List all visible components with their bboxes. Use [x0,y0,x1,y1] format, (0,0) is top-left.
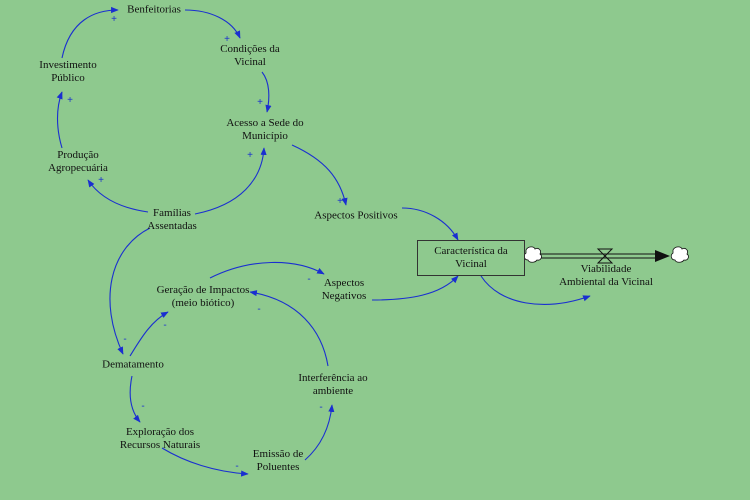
link-acesso-aspectospos [291,144,348,206]
polarity-plus: + [224,34,230,45]
node-aspectos-positivos[interactable]: Aspectos Positivos [314,209,398,222]
polarity-plus: + [257,97,263,108]
link-producao-investimento [56,91,63,149]
node-aspectos-negativos[interactable]: Aspectos Negativos [321,277,367,302]
node-familias-assentadas[interactable]: Famílias Assentadas [147,207,197,232]
sink-cloud-icon [670,246,689,263]
stock-label: Característica da Vicinal [434,245,508,270]
link-investimento-benfeitorias [61,6,119,59]
node-emissao-poluentes[interactable]: Emissão de Poluentes [252,448,304,473]
flow-pipe [523,246,689,264]
link-familias-desmatamento [109,227,151,355]
node-acesso-sede-municipio[interactable]: Acesso a Sede do Município [226,117,304,142]
polarity-plus: + [111,14,117,25]
link-desmatamento-geracao [129,311,169,357]
polarity-minus: - [307,274,311,285]
polarity-plus: + [337,196,343,207]
stock-caracteristica-da-vicinal[interactable]: Característica da Vicinal [417,240,525,276]
polarity-plus: + [67,95,73,106]
link-caracteristica-viabilidade [480,275,591,305]
link-familias-producao [87,179,149,213]
polarity-plus: + [98,175,104,186]
node-producao-agropecuaria[interactable]: Produção Agropecuária [48,149,108,174]
polarity-minus: - [257,304,261,315]
node-condicoes-da-vicinal[interactable]: Condições da Vicinal [220,43,280,68]
node-benfeitorias[interactable]: Benfeitorias [127,3,181,16]
link-benfeitorias-condicoes [184,9,241,39]
node-viabilidade-ambiental[interactable]: Viabilidade Ambiental da Vicinal [559,263,653,288]
link-emissao-interferencia [304,404,335,461]
link-aspectospos-caracteristica [401,207,459,241]
node-geracao-de-impactos[interactable]: Geração de Impactos (meio biótico) [156,284,250,309]
link-desmatamento-exploracao [129,375,141,423]
link-interferencia-geracao [249,290,329,367]
flow-valve-icon [596,248,614,264]
polarity-minus: - [319,402,323,413]
node-interferencia-ambiente[interactable]: Interferência ao ambiente [298,372,368,397]
link-familias-acesso [194,147,267,215]
polarity-plus: + [247,150,253,161]
node-desmatamento[interactable]: Dematamento [102,358,164,371]
polarity-minus: - [141,401,145,412]
source-cloud-icon [523,246,542,263]
link-exploracao-emissao [161,447,249,477]
polarity-minus: - [163,320,167,331]
polarity-minus: - [123,334,127,345]
node-investimento-publico[interactable]: Investimento Público [39,59,97,84]
polarity-minus: - [235,461,239,472]
link-condicoes-acesso [261,71,272,113]
link-aspectosneg-caracteristica [371,275,459,301]
link-geracao-aspectosneg [209,261,325,279]
node-exploracao-recursos[interactable]: Exploração dos Recursos Naturais [119,426,201,451]
